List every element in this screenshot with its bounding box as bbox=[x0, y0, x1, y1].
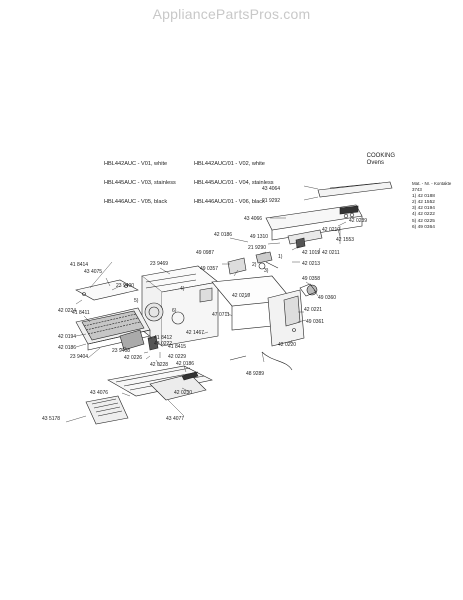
part-label: 41 8414 bbox=[70, 262, 88, 268]
part-label: 42 1467 bbox=[186, 330, 204, 336]
part-label: 41 8412 bbox=[154, 335, 172, 341]
part-label: 42 0194 bbox=[58, 334, 76, 340]
part-label: 49 0987 bbox=[196, 250, 214, 256]
part-label: 49 0360 bbox=[318, 295, 336, 301]
part-label: 42 0230 bbox=[174, 390, 192, 396]
callout-label: 4) bbox=[180, 286, 185, 292]
part-label: 43 4066 bbox=[244, 216, 262, 222]
legend-item: 5) 42 0225 bbox=[412, 218, 435, 224]
power-cable bbox=[229, 351, 293, 371]
bracket-switch bbox=[287, 229, 323, 249]
warming-drawer bbox=[149, 371, 207, 401]
part-label: 23 9408 bbox=[112, 348, 130, 354]
legend-item: 6) 49 0364 bbox=[412, 225, 435, 231]
part-label: 42 0186 bbox=[214, 232, 232, 238]
oven-door bbox=[75, 307, 151, 351]
part-label: 42 0222 bbox=[154, 341, 172, 347]
door-hinge bbox=[119, 329, 159, 351]
part-label: 42 0239 bbox=[349, 218, 367, 224]
callout-label: 6) bbox=[172, 308, 177, 314]
callout-label: 5) bbox=[134, 298, 139, 304]
relay-modules bbox=[227, 251, 279, 275]
category-block: COOKING Ovens bbox=[367, 153, 395, 167]
legend-title: Mat. - Nr. - Kontakte bbox=[412, 181, 452, 186]
legend-item: 4) 42 0222 bbox=[412, 212, 435, 218]
top-insulation-plate bbox=[75, 279, 139, 301]
side-panel bbox=[267, 289, 305, 347]
part-label: 42 0213 bbox=[302, 261, 320, 267]
model-line: HBL442AUC/01 - V02, white bbox=[194, 160, 265, 167]
part-label: 47 0711 bbox=[212, 312, 230, 318]
watermark: AppliancePartsPros.com bbox=[152, 6, 311, 22]
contact-legend: Mat. - Nr. - Kontakte 3743 1) 42 0188 2)… bbox=[412, 181, 451, 231]
category-subtitle: Ovens bbox=[366, 159, 384, 166]
legend-subtitle: 3743 bbox=[412, 187, 422, 193]
part-label: 42 0220 bbox=[278, 342, 296, 348]
part-label: 49 0357 bbox=[200, 266, 218, 272]
callout-label: 1) bbox=[278, 254, 283, 260]
contact-callouts: 1) 2) 3) 4) 5) 6) bbox=[134, 254, 283, 314]
part-label: 42 0224 bbox=[58, 308, 76, 314]
part-label: 42 0219 bbox=[232, 293, 250, 299]
part-label: 21 9290 bbox=[248, 245, 266, 251]
broil-pan bbox=[85, 395, 129, 425]
part-number-labels: 43 4064 21 9292 43 4066 42 0239 42 0210 … bbox=[42, 186, 367, 422]
part-label: 42 0186 bbox=[58, 345, 76, 351]
category-title: COOKING bbox=[366, 153, 395, 159]
model-list-right: HBL442AUC/01 - V02, white HBL445AUC/01 -… bbox=[194, 148, 274, 212]
part-label: 42 0228 bbox=[150, 362, 168, 368]
oven-cavity bbox=[141, 265, 219, 347]
part-label: 21 9292 bbox=[262, 198, 280, 204]
part-label: 23 9404 bbox=[70, 354, 88, 360]
part-label: 41 8415 bbox=[168, 344, 186, 350]
part-label: 42 0211 bbox=[322, 250, 340, 256]
part-label: 23 9400 bbox=[116, 283, 134, 289]
part-label: 42 1019 bbox=[302, 250, 320, 256]
part-label: 43 4064 bbox=[262, 186, 280, 192]
part-label: 41 8411 bbox=[72, 310, 90, 316]
legend-item: 2) 42 1552 bbox=[412, 199, 435, 205]
leader-lines bbox=[65, 185, 347, 423]
fan-motor bbox=[299, 283, 318, 297]
callout-label: 2) bbox=[252, 262, 257, 268]
part-label: 42 0221 bbox=[304, 307, 322, 313]
top-trim-strip bbox=[317, 181, 393, 198]
part-label: 42 0229 bbox=[168, 354, 186, 360]
part-label: 43 4077 bbox=[166, 416, 184, 422]
model-line: HBL442AUC - V01, white bbox=[104, 160, 168, 167]
part-label: 49 0361 bbox=[306, 319, 324, 325]
part-label: 42 0226 bbox=[124, 355, 142, 361]
legend-item: 3) 42 0194 bbox=[412, 206, 435, 212]
part-label: 49 0358 bbox=[302, 276, 320, 282]
legend-item: 1) 42 0188 bbox=[412, 193, 435, 199]
model-line: HBL446AUC/01 - V06, black bbox=[194, 199, 265, 206]
part-label: 49 1310 bbox=[250, 234, 268, 240]
model-line: HBL446AUC - V05, black bbox=[104, 199, 168, 206]
model-line: HBL445AUC/01 - V04, stainless bbox=[194, 180, 274, 187]
model-line: HBL445AUC - V03, stainless bbox=[104, 180, 176, 187]
part-label: 42 0210 bbox=[322, 227, 340, 233]
part-label: 23 9469 bbox=[150, 261, 168, 267]
part-label: 42 0186 bbox=[176, 361, 194, 367]
part-label: 43 4076 bbox=[90, 390, 108, 396]
part-label: 48 9289 bbox=[246, 371, 264, 377]
part-label: 42 1553 bbox=[336, 237, 354, 243]
callout-label: 3) bbox=[264, 268, 269, 274]
model-list-left: HBL442AUC - V01, white HBL445AUC - V03, … bbox=[104, 148, 176, 212]
part-label: 43 4075 bbox=[84, 269, 102, 275]
part-label: 43 5178 bbox=[42, 416, 60, 422]
